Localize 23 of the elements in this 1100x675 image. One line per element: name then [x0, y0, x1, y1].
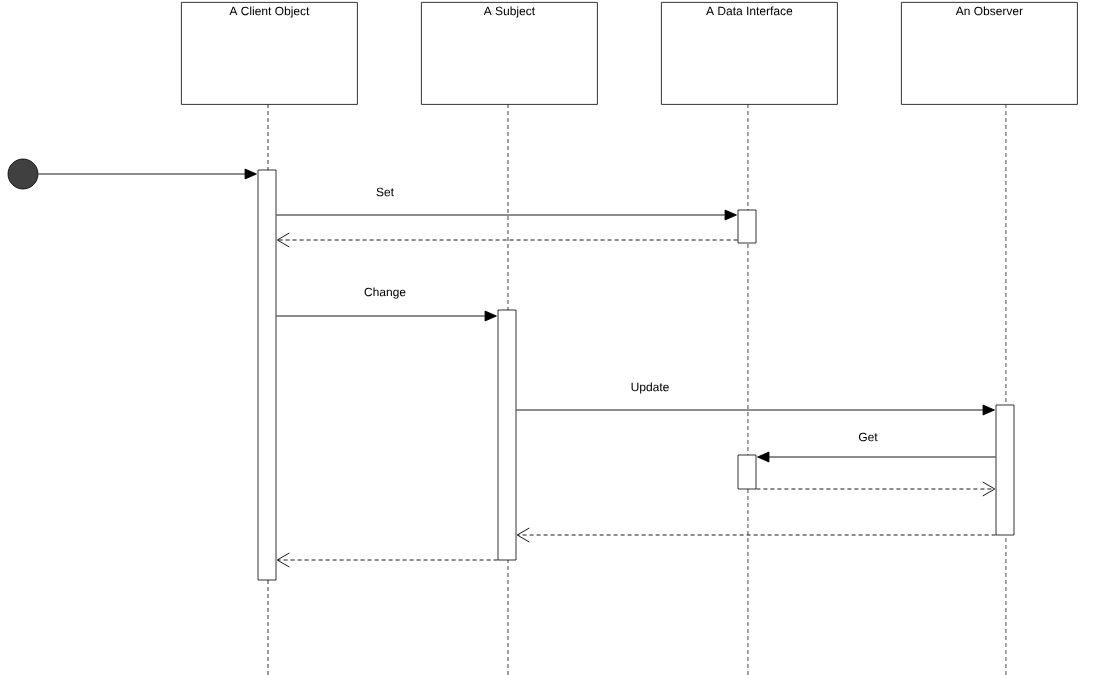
message-arrow	[37, 168, 257, 180]
message-arrow	[516, 527, 997, 543]
lifeline-head: A Subject	[421, 2, 598, 105]
message-arrow	[276, 552, 499, 568]
edge-label: Update	[631, 382, 669, 394]
message-arrow	[275, 310, 497, 322]
activation-bar	[737, 454, 757, 490]
activation-bar	[737, 209, 757, 244]
lifeline-head: An Observer	[901, 2, 1078, 105]
message-arrow	[757, 451, 997, 463]
edge-label: Change	[364, 287, 406, 299]
lifeline-head: A Data Interface	[661, 2, 838, 105]
lifeline-head: A Client Object	[181, 2, 358, 105]
message-arrow	[515, 404, 995, 416]
activation-bar	[995, 404, 1015, 536]
edge-label: Get	[858, 432, 878, 442]
start-circle	[7, 158, 39, 190]
message-arrow	[755, 481, 996, 497]
activation-bar	[257, 169, 277, 581]
message-arrow	[275, 209, 737, 221]
edge-label: Set	[376, 187, 394, 197]
activation-bar	[497, 309, 517, 561]
message-arrow	[276, 232, 739, 248]
